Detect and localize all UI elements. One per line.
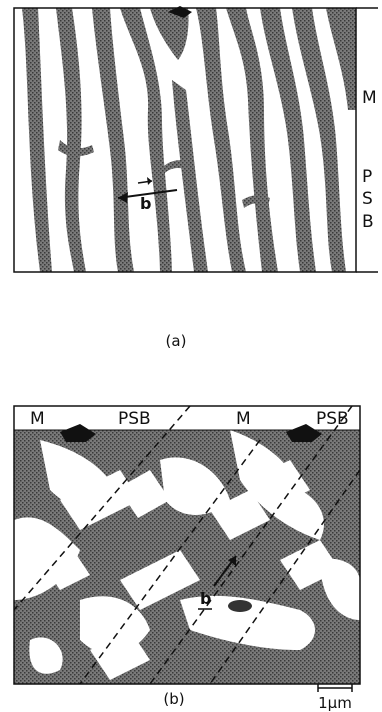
scale-bar-label: 1μm bbox=[318, 694, 352, 712]
label-matrix-a: M bbox=[362, 88, 377, 108]
label-psb-b: B bbox=[362, 212, 374, 232]
label-psb-p: P bbox=[362, 167, 372, 187]
caption-b: (b) bbox=[163, 690, 184, 708]
burgers-vector-label-a: b bbox=[140, 194, 151, 213]
label-psb-s: S bbox=[362, 189, 373, 209]
burgers-vector-label-b: b bbox=[200, 589, 211, 608]
label-matrix-b-left: M bbox=[30, 409, 45, 429]
caption-a: (a) bbox=[166, 332, 187, 350]
scale-bar bbox=[318, 684, 352, 692]
panel-b: b M PSB M PSB (b) 1μm bbox=[14, 406, 360, 712]
label-psb-b-right: PSB bbox=[316, 409, 349, 429]
matrix-and-psb-structure bbox=[14, 406, 360, 684]
panel-a: b M P S B (a) bbox=[14, 6, 378, 350]
label-matrix-b-right: M bbox=[236, 409, 251, 429]
label-psb-b-left: PSB bbox=[118, 409, 151, 429]
